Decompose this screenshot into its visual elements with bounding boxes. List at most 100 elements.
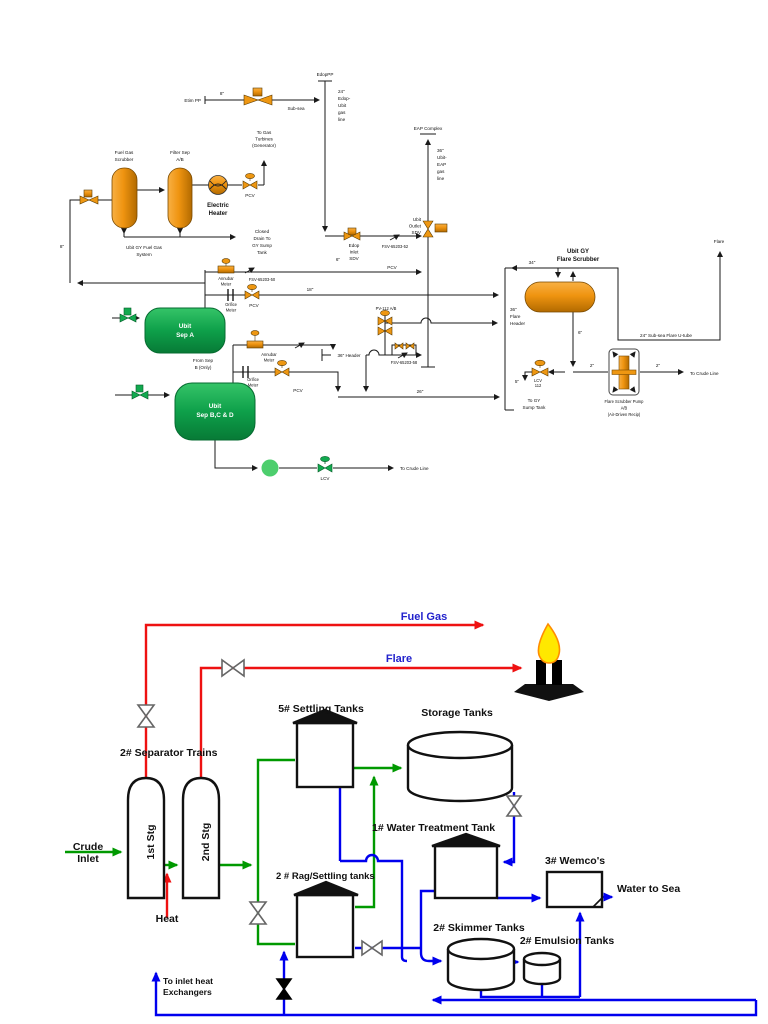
first-stage-label: 1st Stg — [145, 824, 157, 859]
settling-tank — [295, 721, 355, 789]
etim-pp-label: Etim PP — [184, 98, 201, 103]
flare-line — [199, 663, 523, 778]
lcv-label: LCV — [321, 476, 331, 481]
bottom-labels: Fuel Gas Flare 2# Separator Trains 1st S… — [73, 611, 681, 997]
oil-line-valve — [248, 901, 268, 925]
fsv-58-bypass-valves — [394, 342, 415, 350]
wemco-corner-fold — [592, 897, 603, 908]
etim-valve — [243, 87, 273, 106]
edop-pp-label: EdopPP — [317, 72, 334, 77]
flare-label: Flare — [386, 653, 412, 665]
pcv-line-label: PCV — [387, 265, 397, 270]
settling-tank-roof — [292, 708, 358, 725]
pcv-a-label: PCV — [249, 303, 259, 308]
flare-line-valve — [221, 658, 245, 678]
subsea-utube-label: 24" Sub-sea Flare U-tube — [640, 333, 692, 338]
second-stage-label: 2nd Stg — [200, 823, 212, 862]
flare-scrubber-pump — [608, 348, 640, 396]
lcv-valve — [317, 463, 333, 473]
black-valve — [275, 978, 293, 1000]
heater-pcv-valve — [242, 173, 258, 190]
rag-tanks-label: 2 # Rag/Settling tanks — [276, 871, 375, 882]
header-36-label: 36" Header — [337, 353, 361, 358]
wemco-box — [545, 870, 604, 909]
size-2-b-label: 2" — [656, 363, 661, 368]
to-crude-line2-label: To Crude Line — [400, 466, 429, 471]
storage-tank-top — [406, 730, 514, 760]
eap-complex-label: EAP Complex — [414, 126, 443, 131]
pv-112-label: PV-112 A/B — [376, 306, 397, 311]
lcv-112-valve — [531, 359, 549, 377]
second-stage-vessel — [181, 776, 221, 900]
size-8-left-label: 8" — [60, 244, 65, 249]
pcv-heater-label: PCV — [245, 193, 255, 198]
first-stage-vessel — [126, 776, 166, 900]
edop-inlet-sdv-valve — [343, 227, 361, 241]
flame-icon — [537, 622, 561, 664]
rag-outlet-valve — [361, 939, 383, 957]
lcv-bottom-assembly — [261, 456, 333, 477]
size-6-inlet-label: 6" — [336, 257, 341, 262]
green-drum-icon — [261, 459, 279, 477]
skimmer-tanks-label: 2# Skimmer Tanks — [433, 922, 525, 934]
fsv-58-label: FSV-65203-58 — [391, 360, 418, 365]
left-inlet-valve — [79, 189, 99, 205]
sub-sea-label: Sub-sea — [287, 106, 305, 111]
fsv-50-label: FSV-65203-50 — [249, 277, 276, 282]
fuel-gas-scrubber-vessel — [111, 167, 138, 229]
skimmer-tank-top — [446, 937, 516, 961]
fuel-gas-label: Fuel Gas — [401, 611, 447, 623]
separator-trains-label: 2# Separator Trains — [120, 747, 218, 759]
size-26-label: 26" — [417, 389, 424, 394]
storage-tanks-label: Storage Tanks — [421, 707, 493, 719]
green-inlet-valves — [119, 307, 149, 400]
size-8-label: 8" — [220, 91, 225, 96]
fsv-58-check — [397, 352, 408, 359]
size-5-label: 5" — [515, 379, 520, 384]
pcv-a-valve — [244, 284, 260, 300]
check-b — [294, 342, 305, 349]
water-to-sea-label: Water to Sea — [617, 883, 680, 895]
water-treatment-roof — [431, 832, 501, 848]
fuel-gas-riser-valve — [136, 704, 156, 728]
pv-112-valves — [377, 310, 393, 336]
flare-stack-icon — [514, 622, 584, 701]
fsv-50-check — [244, 267, 255, 274]
sep-a-vessel — [144, 307, 226, 354]
settling-tanks-label: 5# Settling Tanks — [278, 703, 364, 715]
bottom-valves — [136, 658, 523, 1000]
storage-tank-body — [406, 745, 514, 803]
emulsion-tanks-label: 2# Emulsion Tanks — [520, 935, 614, 947]
tanks — [292, 708, 604, 992]
annubar-meter-b — [246, 330, 264, 349]
flare-scrubber-vessel — [524, 281, 596, 313]
check-valves — [244, 234, 408, 359]
pcv-b-valve — [274, 360, 290, 377]
fsv-52-label: FSV-65203-52 — [382, 244, 409, 249]
size-6-drain-label: 6" — [578, 330, 583, 335]
flare-label: Flare — [714, 239, 725, 244]
size-18-label: 18" — [307, 287, 314, 292]
filter-separator-vessel — [167, 167, 193, 229]
size-2-a-label: 2" — [590, 363, 595, 368]
